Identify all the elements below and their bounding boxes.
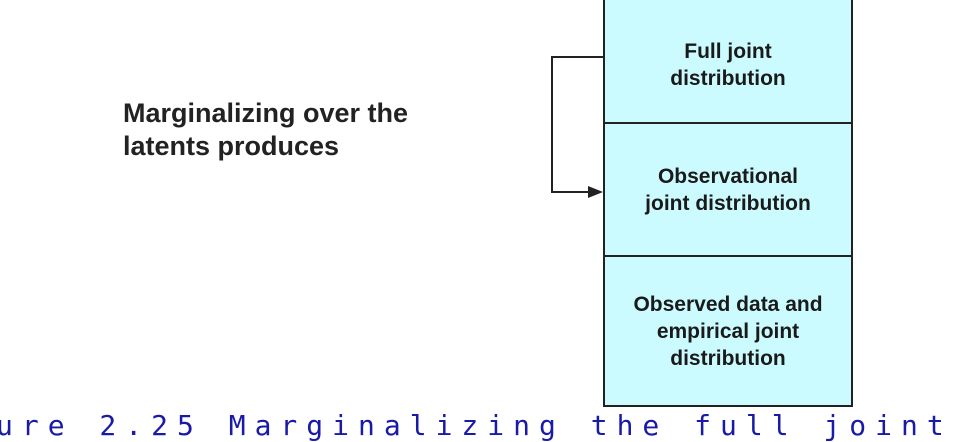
box-text: empirical joint (656, 319, 800, 343)
arrowhead-icon (588, 186, 603, 198)
box-text: distribution (670, 66, 786, 90)
annotation-text: Marginalizing over the latents produces (123, 97, 408, 163)
annotation-line: Marginalizing over the (123, 98, 409, 128)
box-text: Observational (657, 164, 799, 188)
annotation-line: latents produces (123, 131, 340, 161)
box-text: distribution (670, 346, 786, 370)
distribution-stack: Full joint distribution Observational join… (603, 0, 853, 407)
box-text: Full joint (684, 39, 772, 63)
figure-caption: ure 2.25 Marginalizing the full joint d (0, 409, 965, 442)
observational-joint-distribution-box: Observational joint distribution (605, 124, 851, 257)
empirical-joint-distribution-box: Observed data and empirical joint distribu… (605, 257, 851, 405)
box-text: Observed data and (633, 292, 823, 316)
full-joint-distribution-box: Full joint distribution (605, 0, 851, 124)
box-text: joint distribution (645, 191, 811, 215)
